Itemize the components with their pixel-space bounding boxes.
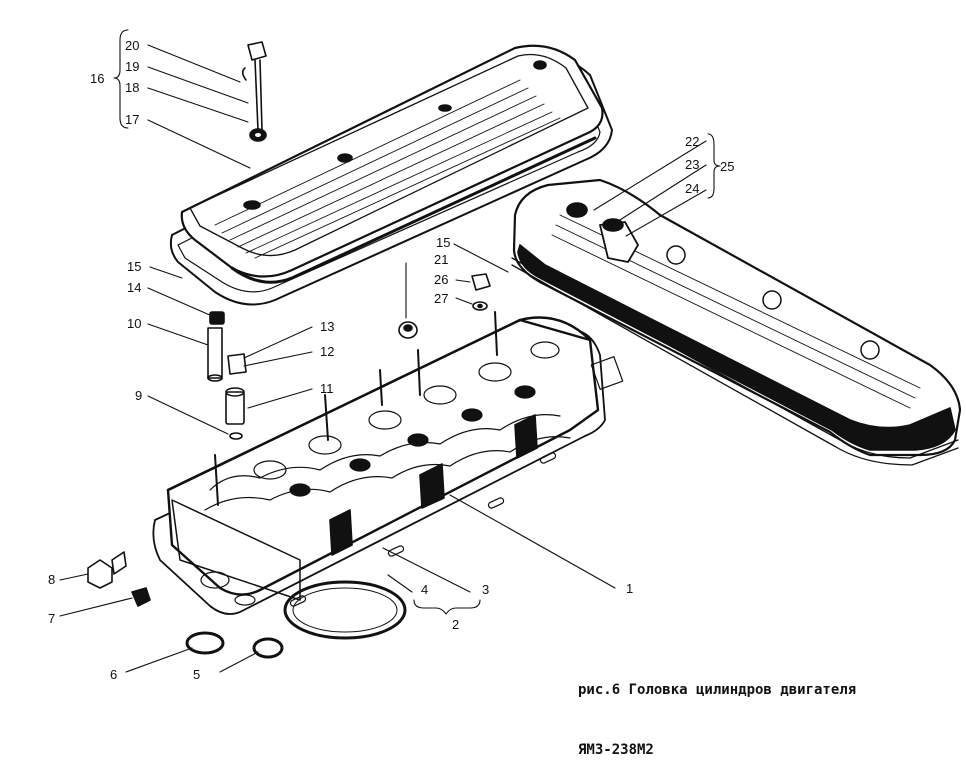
- callout-24: 24: [685, 181, 700, 196]
- cylinder-head: [152, 311, 624, 615]
- callout-9: 9: [135, 388, 143, 403]
- caption-line-1: рис.6 Головка цилиндров двигателя: [578, 682, 857, 698]
- callout-4: 4: [421, 582, 429, 597]
- callout-27: 27: [434, 291, 449, 306]
- callout-21: 21: [434, 252, 449, 267]
- leader-lines: [59, 29, 721, 673]
- callout-13: 13: [320, 319, 335, 334]
- callout-15-right: 15: [436, 235, 451, 250]
- right-valve-cover: [511, 178, 962, 466]
- callout-23: 23: [685, 157, 700, 172]
- callout-10: 10: [127, 316, 142, 331]
- diagram-canvas: 1 2 3 4 5 6 7 8 9 10 11 12 13 14 15 15 1…: [48, 29, 962, 758]
- figure-caption: рис.6 Головка цилиндров двигателя ЯМЗ-23…: [578, 640, 856, 780]
- loose-parts: [87, 41, 491, 659]
- callout-6: 6: [110, 667, 118, 682]
- left-valve-cover: [169, 44, 613, 306]
- callout-3: 3: [482, 582, 490, 597]
- callout-18: 18: [125, 80, 140, 95]
- callout-25: 25: [720, 159, 735, 174]
- callout-7: 7: [48, 611, 56, 626]
- callout-5: 5: [193, 667, 201, 682]
- callout-22: 22: [685, 134, 700, 149]
- callout-14: 14: [127, 280, 142, 295]
- callout-11: 11: [320, 381, 334, 396]
- callout-17: 17: [125, 112, 140, 127]
- exploded-view-drawing: [59, 29, 962, 673]
- callout-15-left: 15: [127, 259, 142, 274]
- callout-1: 1: [626, 581, 634, 596]
- callout-19: 19: [125, 59, 140, 74]
- callout-16: 16: [90, 71, 105, 86]
- callout-2: 2: [452, 617, 460, 632]
- callout-26: 26: [434, 272, 449, 287]
- callout-12: 12: [320, 344, 335, 359]
- callout-20: 20: [125, 38, 140, 53]
- caption-line-2: ЯМЗ-238М2: [578, 742, 654, 758]
- callout-8: 8: [48, 572, 56, 587]
